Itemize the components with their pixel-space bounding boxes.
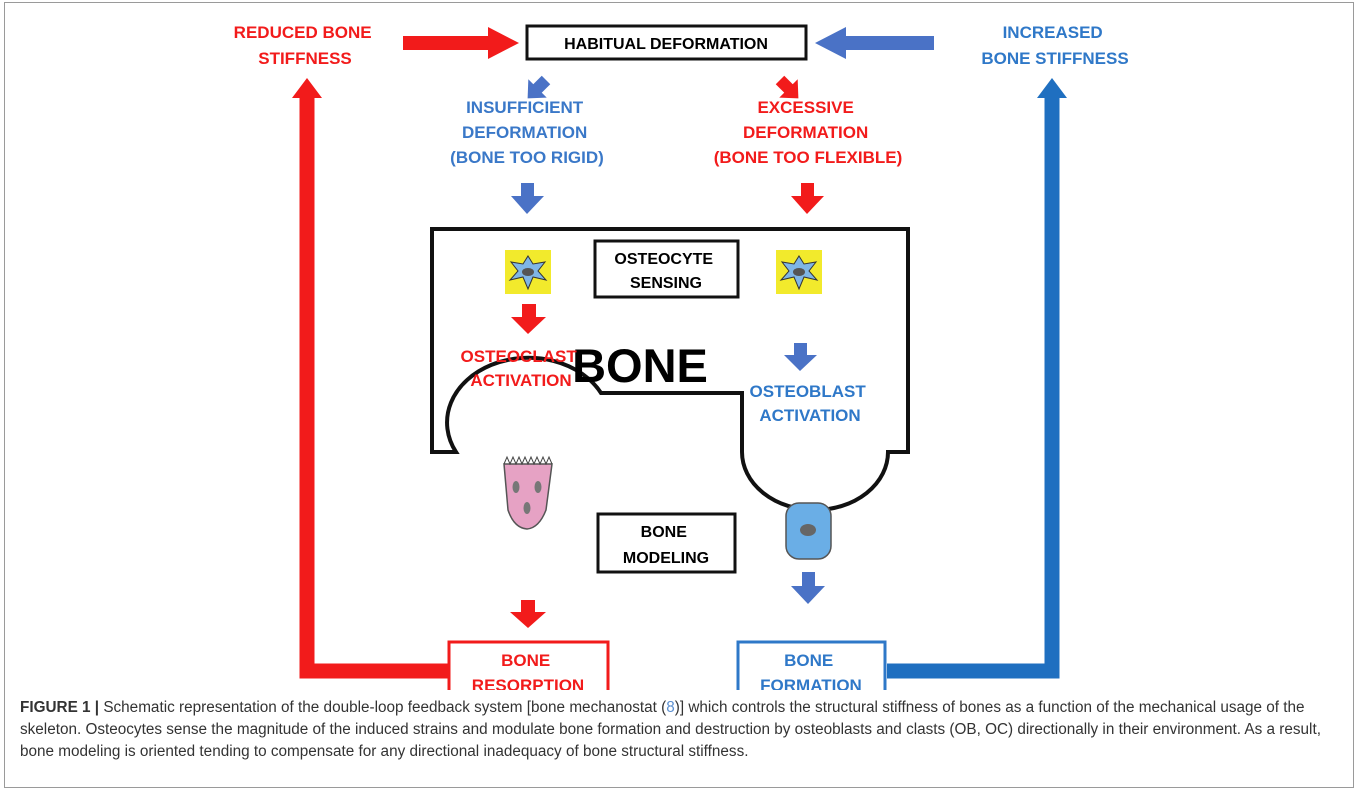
red-loop-arrowhead	[292, 78, 322, 98]
figure-caption: FIGURE 1 | Schematic representation of t…	[20, 697, 1338, 763]
blue-loop-line	[887, 95, 1060, 679]
bone-resorption-box	[447, 640, 610, 690]
figure-frame	[4, 2, 1354, 788]
mechanostat-diagram: HABITUAL DEFORMATION REDUCED BONE STIFFN…	[234, 23, 1129, 690]
down-arrow-blue-top	[511, 183, 544, 214]
diagonal-arrow-red	[775, 75, 799, 99]
bone-resorption-label: BONE RESORPTION	[472, 651, 584, 690]
osteoclast-cell-icon	[503, 455, 553, 530]
bone-title: BONE	[572, 339, 708, 392]
bone-modeling-label: BONE MODELING	[623, 524, 709, 567]
increased-stiffness-label: INCREASED BONE STIFFNESS	[981, 23, 1128, 68]
diagonal-arrow-blue	[527, 75, 551, 99]
bone-outline	[430, 227, 910, 512]
bone-modeling-box	[596, 512, 737, 574]
habitual-deformation-box	[525, 24, 808, 61]
blue-arrow-into-habitual	[815, 27, 934, 59]
down-arrow-red-top	[791, 183, 824, 214]
osteocyte-sensing-label: OSTEOCYTE SENSING	[614, 251, 717, 292]
bone-formation-label: BONE FORMATION	[760, 651, 862, 690]
osteoblast-cell-icon	[785, 502, 832, 560]
down-arrow-red-resorption	[510, 600, 546, 628]
blue-loop-arrowhead	[1037, 78, 1067, 98]
osteoclast-activation-label: OSTEOCLAST ACTIVATION	[461, 347, 582, 390]
caption-text-part2: )] which controls the structural stiffne…	[20, 699, 1321, 760]
bone-formation-box	[736, 640, 887, 690]
habitual-deformation-label: HABITUAL DEFORMATION	[564, 36, 768, 53]
insufficient-deformation-label: INSUFFICIENT DEFORMATION (BONE TOO RIGID…	[450, 98, 604, 167]
down-arrow-blue-formation	[791, 572, 825, 604]
figure-label: FIGURE 1 |	[20, 699, 100, 716]
down-arrow-red-osteoclast	[511, 304, 546, 334]
osteocyte-cell-right-icon	[776, 250, 822, 294]
red-arrow-into-habitual	[403, 27, 519, 59]
caption-reference-link[interactable]: 8	[666, 699, 675, 716]
reduced-stiffness-label: REDUCED BONE STIFFNESS	[234, 23, 377, 68]
caption-text-part1: Schematic representation of the double-l…	[99, 699, 667, 716]
osteocyte-sensing-box	[593, 239, 740, 299]
red-loop-line	[299, 95, 449, 679]
osteoblast-activation-label: OSTEOBLAST ACTIVATION	[750, 382, 871, 425]
osteocyte-cell-left-icon	[505, 250, 551, 294]
down-arrow-blue-osteoblast	[784, 343, 817, 371]
excessive-deformation-label: EXCESSIVE DEFORMATION (BONE TOO FLEXIBLE…	[714, 98, 903, 167]
